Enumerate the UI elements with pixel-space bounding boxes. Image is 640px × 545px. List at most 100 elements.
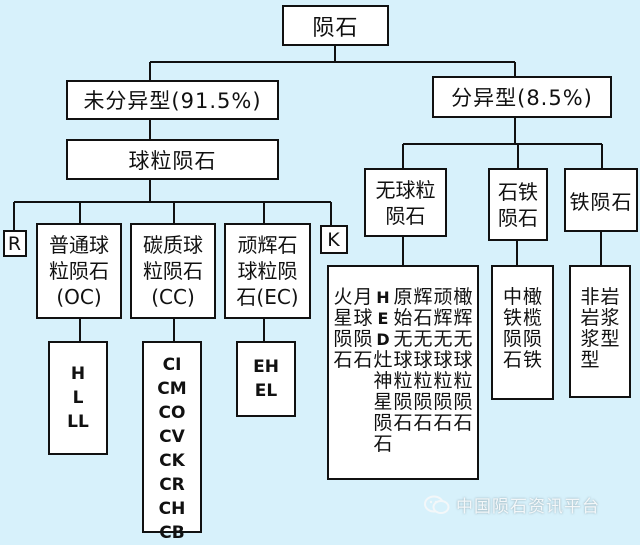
iron-columns: 非岩浆型岩浆型	[576, 287, 623, 371]
group-label: LL	[67, 412, 89, 432]
vertical-label-column: 月球陨石	[353, 287, 372, 455]
vertical-char: 无	[433, 328, 453, 350]
vertical-char: 中	[502, 286, 522, 308]
node-label-line-2: 陨石	[385, 203, 426, 228]
group-label: EL	[254, 381, 278, 401]
node-cc-groups: CI CM CO CV CK CR CH CB	[142, 341, 202, 543]
vertical-char: 榄	[523, 307, 543, 329]
vertical-char: 星	[333, 307, 353, 329]
vertical-char: 石	[393, 412, 413, 434]
node-label-line-2: 粒陨石	[49, 259, 109, 283]
node-label: 分异型(8.5%)	[451, 86, 593, 110]
vertical-char: 浆	[580, 328, 600, 350]
vertical-char: 陨	[333, 328, 353, 350]
vertical-char: 陨	[393, 391, 413, 413]
vertical-char: 辉	[433, 307, 453, 329]
group-label: CM	[157, 379, 187, 399]
vertical-char: 铁	[523, 349, 543, 371]
node-label: 未分异型(91.5%)	[83, 89, 262, 113]
vertical-char: 星	[373, 391, 393, 413]
vertical-char: 粒	[433, 370, 453, 392]
node-label-line-3: (CC)	[151, 285, 195, 309]
node-label-line-3: (OC)	[56, 285, 102, 309]
node-label-line-1: 顽辉石	[237, 233, 298, 257]
vertical-char: 始	[393, 307, 413, 329]
vertical-label-column: 岩浆型	[601, 287, 620, 371]
group-label: CI	[162, 355, 182, 375]
node-label-line-1: 无球粒	[375, 177, 436, 202]
vertical-char: 球	[433, 349, 453, 371]
wechat-icon	[424, 495, 450, 514]
node-carbonaceous-chondrite: 碳质球 粒陨石 (CC)	[130, 223, 216, 319]
vertical-char: 型	[600, 328, 620, 350]
vertical-char: 石	[502, 349, 522, 371]
node-label-line-3: 石(EC)	[236, 285, 299, 309]
node-stony-iron-types: 中铁陨石橄榄陨铁	[491, 265, 554, 400]
group-label: CB	[159, 523, 185, 543]
vertical-char: 粒	[393, 370, 413, 392]
vertical-char: 橄	[453, 286, 473, 308]
node-iron-types: 非岩浆型岩浆型	[569, 265, 631, 398]
vertical-char: 陨	[523, 328, 543, 350]
vertical-label-column: 顽辉无球粒陨石	[434, 287, 453, 455]
node-label-line-2: 球粒陨	[237, 259, 298, 283]
node-differentiated: 分异型(8.5%)	[432, 76, 612, 118]
vertical-char: 石	[373, 433, 393, 455]
group-label: L	[72, 388, 84, 408]
node-label: 陨石	[312, 15, 359, 41]
node-label-line-2: 陨石	[498, 205, 538, 230]
node-oc-groups: H L LL	[48, 341, 108, 455]
vertical-char: 灶	[373, 349, 393, 371]
vertical-char: 原	[393, 286, 413, 308]
vertical-label-column: 原始无球粒陨石	[393, 287, 412, 455]
vertical-char: 型	[580, 349, 600, 371]
vertical-char: 月	[353, 286, 373, 308]
vertical-char: 石	[413, 412, 433, 434]
vertical-char: 浆	[600, 307, 620, 329]
vertical-char: 球	[353, 307, 373, 329]
node-label: 球粒陨石	[128, 148, 217, 173]
group-label: CK	[159, 451, 185, 471]
node-r: R	[3, 230, 27, 257]
vertical-label-column: 辉石无球粒陨石	[414, 287, 433, 455]
vertical-char: 顽	[433, 286, 453, 308]
node-stony-iron: 石铁 陨石	[488, 168, 548, 241]
group-label: EH	[253, 357, 279, 377]
vertical-char: 陨	[502, 328, 522, 350]
vertical-char: 石	[433, 412, 453, 434]
vertical-char: 无	[393, 328, 413, 350]
vertical-char: 神	[373, 370, 393, 392]
node-ec-groups: EH EL	[236, 341, 296, 417]
vertical-char: H	[376, 288, 390, 307]
node-enstatite-chondrite: 顽辉石 球粒陨 石(EC)	[224, 223, 311, 319]
vertical-char: 陨	[453, 391, 473, 413]
vertical-char: 粒	[413, 370, 433, 392]
vertical-label-column: 橄辉无球粒陨石	[454, 287, 473, 455]
vertical-char: 球	[453, 349, 473, 371]
vertical-char: E	[377, 309, 389, 328]
node-label-line-1: 碳质球	[143, 233, 203, 257]
node-label: 铁陨石	[569, 189, 633, 214]
node-label: K	[327, 228, 341, 251]
vertical-char: 石	[453, 412, 473, 434]
node-undifferentiated: 未分异型(91.5%)	[66, 80, 279, 120]
vertical-char: 橄	[523, 286, 543, 308]
vertical-label-column: 非岩浆型	[580, 287, 599, 371]
node-label-line-1: 石铁	[498, 179, 538, 204]
vertical-char: 辉	[453, 307, 473, 329]
node-iron: 铁陨石	[564, 168, 638, 232]
vertical-char: 石	[333, 349, 353, 371]
node-meteorite: 陨石	[282, 5, 389, 46]
group-label: CV	[159, 427, 185, 447]
node-label-line-2: 粒陨石	[143, 259, 203, 283]
stony-iron-columns: 中铁陨石橄榄陨铁	[499, 287, 546, 371]
group-label: H	[70, 364, 86, 384]
group-label: CR	[159, 475, 185, 495]
vertical-char: 陨	[353, 328, 373, 350]
node-ordinary-chondrite: 普通球 粒陨石 (OC)	[36, 223, 122, 319]
vertical-char: 石	[413, 307, 433, 329]
